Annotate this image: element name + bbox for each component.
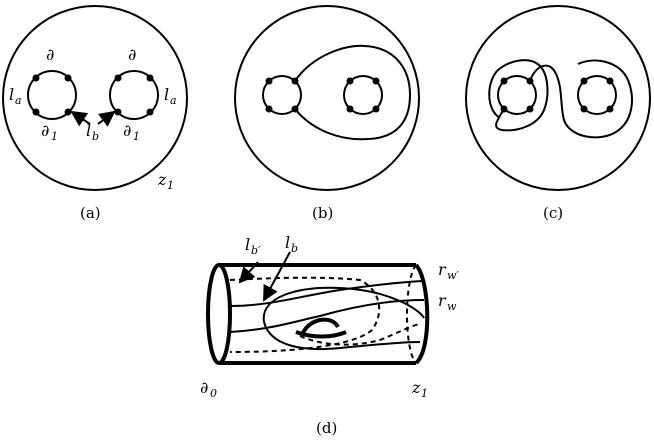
lb-arrow-right [97, 110, 116, 127]
left-boundary-circle-c [497, 75, 537, 115]
right-boundary-circle-a [109, 70, 159, 120]
rw-sub: w [447, 300, 457, 313]
panel-c: (c) [465, 5, 651, 222]
lbprime-label: l [245, 235, 250, 254]
outer-circle-c [465, 5, 651, 191]
partial0-sub: 0 [210, 387, 217, 400]
left-boundary-circle-b [262, 75, 302, 115]
curve-lb-d [262, 286, 425, 323]
curve-lb-c-outer [529, 59, 633, 139]
hole-bottom [295, 330, 347, 339]
boundary-label-left: ∂ [46, 45, 54, 64]
lb-arrow-left [70, 110, 91, 127]
caption-b: (b) [312, 204, 333, 222]
caption-a: (a) [80, 204, 101, 222]
rwprime-label: r [438, 260, 447, 279]
caption-d: (d) [316, 419, 337, 437]
hole-top [301, 317, 340, 335]
z1-sub-d: 1 [421, 387, 428, 400]
panel-a: ∂ ∂ ∂ 1 ∂ 1 l a l a l b z 1 (a) [2, 5, 188, 222]
marked-points-c [500, 77, 614, 113]
right-end-back [406, 264, 417, 364]
marked-points-b [265, 77, 380, 113]
la-sub-left: a [15, 94, 22, 107]
lbprime-arrow [238, 261, 259, 284]
boundary-label-right: ∂ [128, 45, 136, 64]
outer-circle-a [2, 5, 188, 191]
curve-dashed-lower [299, 323, 421, 346]
curve-lbprime-dashed [229, 276, 381, 353]
partial1-sub-right: 1 [133, 130, 140, 143]
marked-points-a [32, 74, 154, 116]
outer-circle-b [234, 5, 420, 191]
right-boundary-circle-b [343, 75, 383, 115]
z1-label-a: z [157, 170, 167, 189]
lbprime-sub: b′ [251, 244, 261, 257]
lb-label-a: l [86, 121, 91, 140]
partial1-label-left: ∂ [41, 121, 49, 140]
curve-lb-d-lower [263, 321, 421, 351]
lb-sub-a: b [92, 130, 99, 143]
panel-d: l b′ l b r w′ r w ∂ 0 z 1 (d) [200, 233, 459, 437]
lb-sub-d: b [291, 242, 298, 255]
rwprime-sub: w′ [447, 269, 459, 282]
la-sub-right: a [170, 94, 177, 107]
right-end-front [414, 263, 430, 365]
lb-arrow-d [263, 251, 291, 302]
left-end-ellipse [206, 263, 232, 365]
caption-c: (c) [543, 204, 563, 222]
curve-lb-b [294, 44, 412, 141]
right-boundary-circle-c [577, 75, 617, 115]
lb-label-d: l [285, 233, 290, 252]
partial1-label-right: ∂ [123, 121, 131, 140]
curve-lb-c-inner [488, 59, 549, 132]
la-label-right: l [164, 85, 169, 104]
z1-sub-a: 1 [167, 179, 174, 192]
la-label-left: l [9, 85, 14, 104]
curve-rwprime [229, 280, 423, 307]
panel-b: (b) [234, 5, 420, 222]
partial1-sub-left: 1 [51, 130, 58, 143]
partial0-label: ∂ [200, 378, 208, 397]
z1-label-d: z [411, 378, 421, 397]
left-boundary-circle-a [27, 70, 77, 120]
curve-rw [229, 299, 425, 333]
rw-label: r [438, 291, 447, 310]
